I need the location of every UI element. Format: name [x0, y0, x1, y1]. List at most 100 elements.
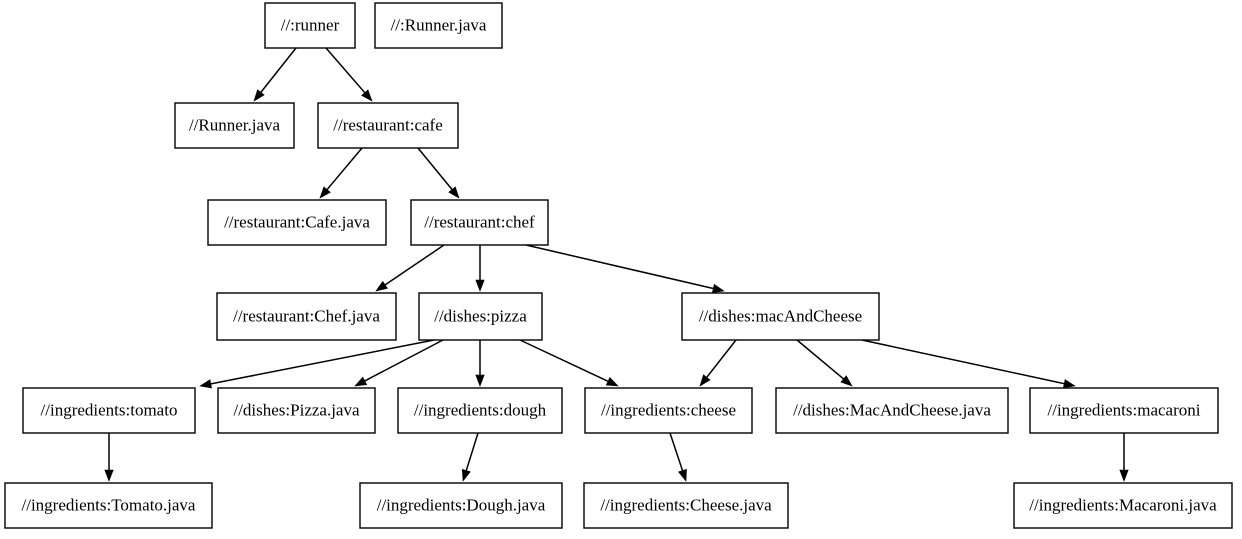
edge-line [364, 339, 444, 382]
node-box[interactable] [4, 482, 213, 529]
edge-line [525, 244, 714, 290]
graph-edge [325, 47, 373, 102]
edge-line [861, 339, 1065, 385]
graph-node-ing_cheese[interactable]: //ingredients:cheese [584, 387, 753, 434]
node-box[interactable] [397, 387, 563, 434]
graph-edge [319, 147, 363, 199]
node-box[interactable] [1029, 387, 1219, 434]
graph-node-restaurant_cafe[interactable]: //restaurant:cafe [317, 102, 459, 149]
node-box[interactable] [207, 199, 387, 246]
node-box[interactable] [1013, 482, 1233, 529]
edge-arrowhead-icon [361, 89, 373, 102]
edge-arrowhead-icon [605, 377, 619, 387]
node-label: //ingredients:tomato [41, 400, 178, 419]
graph-node-macaroni_java[interactable]: //ingredients:Macaroni.java [1013, 482, 1233, 529]
node-box[interactable] [217, 387, 376, 434]
edge-arrowhead-icon [1062, 379, 1076, 389]
node-box[interactable] [418, 292, 543, 341]
graph-node-tomato_java[interactable]: //ingredients:Tomato.java [4, 482, 213, 529]
node-box[interactable] [317, 102, 459, 149]
graph-node-dough_java[interactable]: //ingredients:Dough.java [359, 482, 563, 529]
node-label: //restaurant:Chef.java [233, 306, 380, 325]
edge-arrowhead-icon [475, 279, 485, 292]
node-label: //:Runner.java [391, 15, 487, 34]
graph-node-chef_java[interactable]: //restaurant:Chef.java [216, 292, 397, 341]
edge-arrowhead-icon [319, 186, 331, 199]
edge-arrowhead-icon [461, 468, 471, 482]
node-label: //ingredients:Dough.java [377, 495, 546, 514]
edge-line [326, 147, 363, 191]
node-layer: //:runner //:Runner.java //Runner.java //re… [4, 2, 1233, 529]
edge-line [417, 147, 453, 190]
graph-node-root_runner_java[interactable]: //:Runner.java [374, 2, 503, 49]
graph-edge [525, 244, 725, 293]
node-label: //dishes:Pizza.java [233, 400, 360, 419]
edge-arrowhead-icon [475, 374, 485, 387]
node-box[interactable] [775, 387, 1009, 434]
node-box[interactable] [174, 102, 295, 149]
graph-edge [1119, 433, 1129, 482]
graph-node-pizza_java[interactable]: //dishes:Pizza.java [217, 387, 376, 434]
node-label: //restaurant:chef [424, 212, 535, 231]
node-box[interactable] [22, 387, 196, 434]
node-label: //ingredients:Cheese.java [600, 495, 772, 514]
edge-arrowhead-icon [699, 374, 711, 387]
graph-node-dishes_pizza[interactable]: //dishes:pizza [418, 292, 543, 341]
node-label: //ingredients:Macaroni.java [1029, 495, 1217, 514]
node-label: //dishes:macAndCheese [699, 306, 862, 325]
node-box[interactable] [410, 199, 549, 246]
node-box[interactable] [359, 482, 563, 529]
node-label: //restaurant:cafe [333, 115, 443, 134]
graph-edge [475, 340, 485, 387]
graph-node-ing_macaroni[interactable]: //ingredients:macaroni [1029, 387, 1219, 434]
node-label: //ingredients:Tomato.java [22, 495, 196, 514]
graph-node-cafe_java[interactable]: //restaurant:Cafe.java [207, 199, 387, 246]
node-box[interactable] [374, 2, 503, 49]
graph-edge [354, 339, 444, 387]
node-label: //dishes:pizza [434, 306, 527, 325]
node-box[interactable] [681, 292, 880, 341]
node-label: //ingredients:cheese [601, 400, 736, 419]
graph-node-ing_dough[interactable]: //ingredients:dough [397, 387, 563, 434]
edge-arrowhead-icon [375, 280, 388, 292]
graph-node-ing_tomato[interactable]: //ingredients:tomato [22, 387, 196, 434]
graph-node-restaurant_chef[interactable]: //restaurant:chef [410, 199, 549, 246]
node-box[interactable] [264, 2, 356, 49]
edge-arrowhead-icon [678, 468, 687, 482]
graph-node-runner_java[interactable]: //Runner.java [174, 102, 295, 149]
node-label: //dishes:MacAndCheese.java [793, 400, 991, 419]
edge-arrowhead-icon [253, 89, 265, 102]
edge-line [796, 339, 845, 380]
graph-node-mac_java[interactable]: //dishes:MacAndCheese.java [775, 387, 1009, 434]
graph-edge [669, 432, 687, 482]
node-box[interactable] [583, 482, 789, 529]
graph-edge [417, 147, 460, 199]
edge-line [325, 47, 366, 94]
graph-edge [104, 433, 114, 482]
graph-node-dishes_mac[interactable]: //dishes:macAndCheese [681, 292, 880, 341]
edge-arrowhead-icon [354, 376, 368, 387]
graph-edge [475, 245, 485, 292]
edge-line [260, 47, 297, 93]
node-box[interactable] [216, 292, 397, 341]
node-box[interactable] [584, 387, 753, 434]
graph-node-runner[interactable]: //:runner [264, 2, 356, 49]
edge-arrowhead-icon [104, 469, 114, 482]
edge-line [519, 339, 609, 383]
node-label: //Runner.java [189, 115, 281, 134]
node-label: //restaurant:Cafe.java [224, 212, 370, 231]
node-label: //ingredients:dough [414, 400, 547, 419]
edge-line [706, 339, 737, 378]
graph-edge [796, 339, 853, 387]
edge-arrowhead-icon [711, 283, 725, 293]
edge-line [384, 244, 445, 286]
graph-edge [375, 244, 445, 292]
edge-arrowhead-icon [199, 379, 212, 389]
edge-line [210, 339, 435, 385]
graph-edge [861, 339, 1076, 389]
node-label: //:runner [281, 15, 340, 34]
graph-edge [199, 339, 435, 389]
graph-node-cheese_java[interactable]: //ingredients:Cheese.java [583, 482, 789, 529]
edge-layer [104, 47, 1129, 482]
